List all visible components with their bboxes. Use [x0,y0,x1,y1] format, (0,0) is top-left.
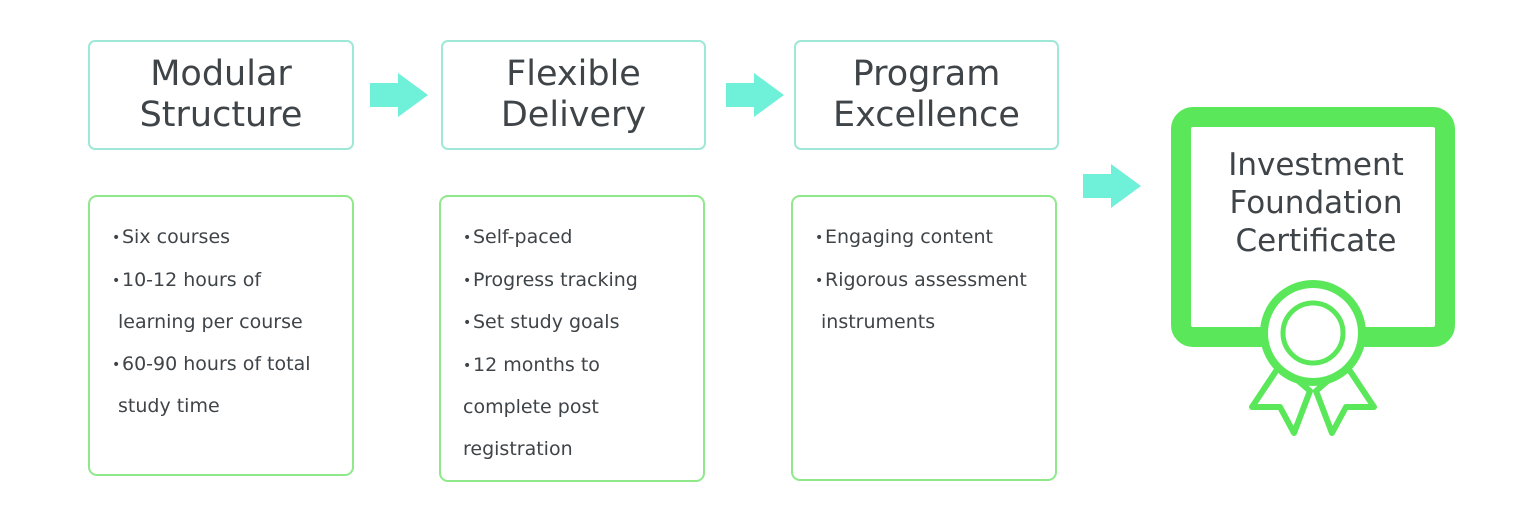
list-item: •Self-paced [463,226,573,248]
list-item: learning per course [118,311,303,333]
certificate-title-line: Investment [1228,147,1404,183]
right-arrow-icon [1083,164,1141,208]
list-item: •60-90 hours of total [112,352,311,375]
stage-details-program-excellence: •Engaging content •Rigorous assessment i… [791,195,1057,481]
stage-header-modular-structure: Modular Structure [88,40,354,150]
list-item: registration [463,437,573,460]
stage-title-line: Delivery [500,95,647,135]
list-item: •10-12 hours of [112,268,262,291]
list-item: complete post [463,396,599,418]
bullet-list: •Six courses •10-12 hours of learning pe… [112,217,338,428]
list-item: •12 months to [463,353,600,376]
list-item: •Set study goals [463,311,620,333]
list-item: •Rigorous assessment [815,268,1027,291]
list-item: •Progress tracking [463,268,638,291]
stage-title-line: Excellence [833,95,1020,135]
stage-details-modular-structure: •Six courses •10-12 hours of learning pe… [88,195,354,476]
list-item: •Six courses [112,226,231,248]
stage-title-line: Flexible [506,54,641,94]
stage-title-line: Modular [150,54,292,94]
list-item: instruments [821,311,936,333]
list-item: •Engaging content [815,226,993,248]
stage-header-flexible-delivery: Flexible Delivery [441,40,706,150]
list-item: study time [118,395,220,417]
certificate-ribbon-icon [1171,107,1455,436]
right-arrow-icon [726,73,784,117]
bullet-list: •Engaging content •Rigorous assessment i… [815,217,1041,344]
stage-details-flexible-delivery: •Self-paced •Progress tracking •Set stud… [439,195,705,482]
stage-title-line: Structure [139,95,303,135]
stage-title-line: Program [852,54,1001,94]
certificate-title-line: Foundation [1229,185,1403,221]
stage-header-program-excellence: Program Excellence [794,40,1059,150]
certificate-title: Investment Foundation Certificate [1196,146,1436,260]
right-arrow-icon [370,73,428,117]
certificate-title-line: Certificate [1235,223,1397,259]
bullet-list: •Self-paced •Progress tracking •Set stud… [463,217,689,470]
